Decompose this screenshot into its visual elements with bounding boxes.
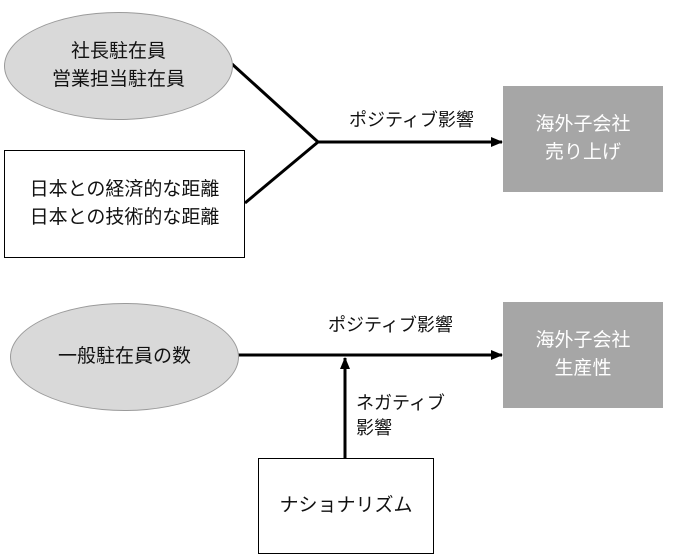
top-target-box: 海外子会社 売り上げ <box>503 86 663 192</box>
top-ellipse-connector <box>230 62 320 144</box>
nationalism-label: ナショナリズム <box>279 494 413 517</box>
bottom-target-line-2: 生産性 <box>554 357 612 379</box>
bottom-positive-label: ポジティブ影響 <box>328 315 453 336</box>
top-box-connector <box>244 140 319 205</box>
top-ellipse-line-1: 社長駐在員 <box>70 40 166 63</box>
top-distance-box: 日本との経済的な距離 日本との技術的な距離 <box>4 150 245 258</box>
top-positive-label: ポジティブ影響 <box>349 110 474 131</box>
top-ellipse-node: 社長駐在員 営業担当駐在員 <box>4 12 233 120</box>
top-box-line-1: 日本との経済的な距離 <box>29 178 220 201</box>
bottom-target-box: 海外子会社 生産性 <box>503 302 663 408</box>
nationalism-box: ナショナリズム <box>258 458 434 554</box>
top-ellipse-line-2: 営業担当駐在員 <box>51 68 185 90</box>
negative-label: ネガティブ 影響 <box>356 391 445 441</box>
top-target-line-1: 海外子会社 <box>535 113 631 136</box>
negative-label-line-1: ネガティブ <box>356 393 445 414</box>
bottom-ellipse-node: 一般駐在員の数 <box>10 303 239 411</box>
negative-label-line-2: 影響 <box>356 418 392 440</box>
bottom-target-line-1: 海外子会社 <box>535 329 631 352</box>
bottom-ellipse-label: 一般駐在員の数 <box>57 345 191 368</box>
top-box-line-2: 日本との技術的な距離 <box>29 206 220 228</box>
top-target-line-2: 売り上げ <box>544 141 621 163</box>
